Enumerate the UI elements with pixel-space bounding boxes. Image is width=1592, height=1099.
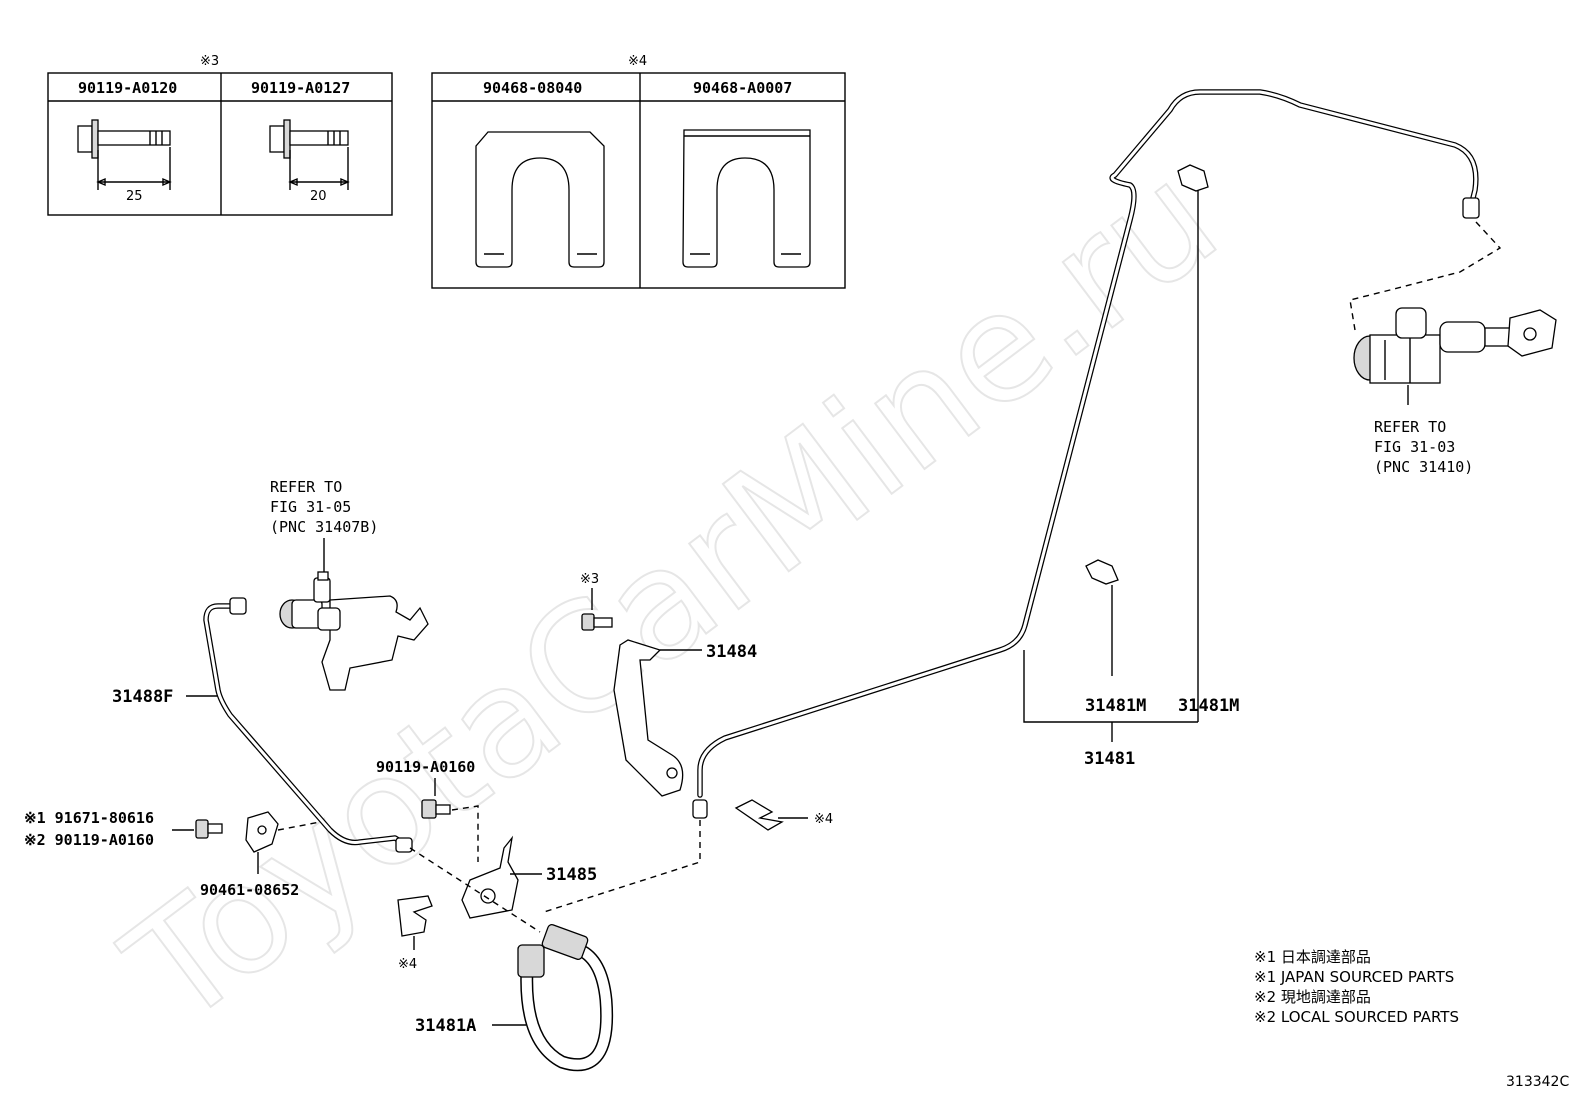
tube-end-fitting-bottom-icon [692, 799, 708, 819]
label-clip-left-note: ※4 [398, 957, 417, 972]
bracket-31485-icon [461, 835, 519, 919]
release-cylinder-icon [279, 571, 429, 691]
clutch-tube-31488F [203, 597, 413, 853]
flexible-hose-31481A-icon [517, 924, 614, 1072]
inset-bolts-part-2: 90119-A0127 [251, 79, 350, 97]
tube-clamp-lower-icon [1085, 559, 1119, 585]
tube-end-fitting-top-icon [1462, 197, 1480, 219]
clutch-tube-main [692, 89, 1480, 819]
label-31484: 31484 [706, 642, 757, 662]
flange-bolt-short-icon [269, 119, 350, 190]
label-90119-line: ※2 90119-A0160 [24, 831, 154, 849]
clip-plate-2-icon [682, 129, 811, 268]
inset-bolts-part-1: 90119-A0120 [78, 79, 177, 97]
inset-bolts: ※3 90119-A0120 90119-A0127 25 [47, 54, 393, 216]
label-31481: 31481 [1084, 749, 1135, 769]
inset-clips-part-2: 90468-A0007 [693, 79, 792, 97]
legend: ※1 日本調達部品 ※1 JAPAN SOURCED PARTS ※2 現地調達… [1254, 948, 1459, 1026]
refer-left-line3: (PNC 31407B) [270, 518, 378, 536]
label-31481M-a: 31481M [1085, 696, 1146, 716]
clutch-master-cylinder-icon [1353, 307, 1557, 384]
watermark: ToyotaCarMine.ru [96, 131, 1248, 1059]
refer-right-line3: (PNC 31410) [1374, 458, 1473, 476]
label-90461-08652: 90461-08652 [200, 881, 299, 899]
label-31481A: 31481A [415, 1016, 476, 1036]
inset-clips-note: ※4 [628, 54, 647, 69]
refer-right-line1: REFER TO [1374, 418, 1446, 436]
label-31488F: 31488F [112, 687, 173, 707]
legend-line-1: ※1 日本調達部品 [1254, 948, 1371, 966]
legend-line-4: ※2 LOCAL SOURCED PARTS [1254, 1008, 1459, 1026]
legend-line-3: ※2 現地調達部品 [1254, 988, 1371, 1006]
legend-line-2: ※1 JAPAN SOURCED PARTS [1254, 968, 1454, 986]
bolt-31484-icon [581, 613, 613, 631]
inset-clips: ※4 90468-08040 90468-A0007 [431, 54, 846, 289]
label-31481M-b: 31481M [1178, 696, 1239, 716]
refer-left-line1: REFER TO [270, 478, 342, 496]
inset-clips-part-1: 90468-08040 [483, 79, 582, 97]
clip-plate-1-icon [475, 131, 605, 268]
clip-left-icon [397, 895, 433, 937]
label-clip-right-note: ※4 [814, 812, 833, 827]
bracket-31484-icon [613, 639, 684, 797]
label-31485: 31485 [546, 865, 597, 885]
label-90119-A0160: 90119-A0160 [376, 758, 475, 776]
inset-bolts-note: ※3 [200, 54, 219, 69]
refer-right-line2: FIG 31-03 [1374, 438, 1455, 456]
tube-clamp-upper-icon [1177, 164, 1209, 192]
flange-bolt-long-icon [77, 119, 172, 190]
inset-bolts-dim-1: 25 [126, 189, 143, 204]
inset-bolts-dim-2: 20 [310, 189, 327, 204]
refer-left-line2: FIG 31-05 [270, 498, 351, 516]
figure-code: 313342C [1506, 1074, 1569, 1090]
bolt-91671-80616-icon [195, 819, 223, 839]
label-31484-note: ※3 [580, 572, 599, 587]
label-91671-line: ※1 91671-80616 [24, 809, 154, 827]
bolt-90119-A0160-icon [421, 799, 451, 819]
clip-right-icon [734, 799, 784, 831]
